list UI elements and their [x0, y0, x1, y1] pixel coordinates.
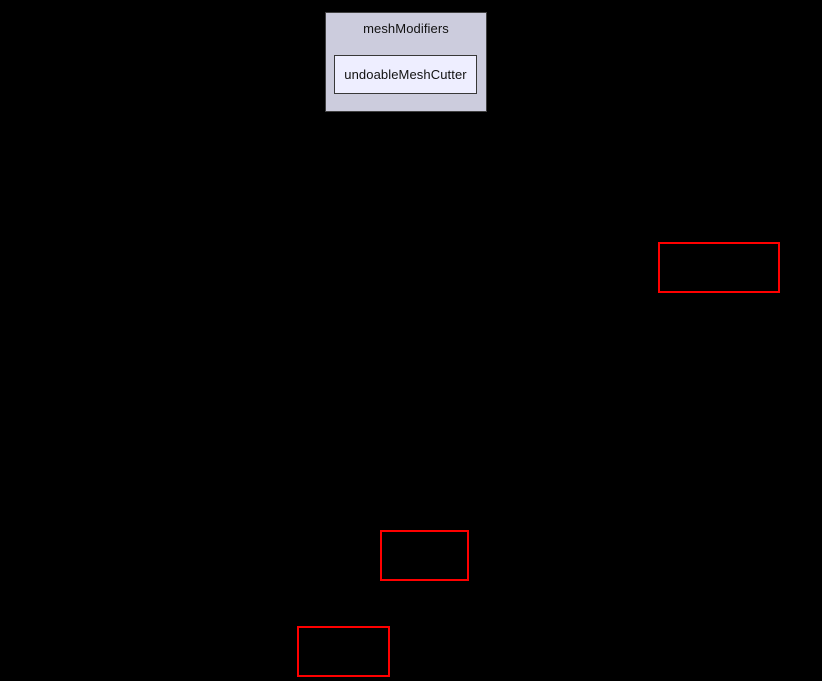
node-red-outline-middle[interactable] — [380, 530, 469, 581]
node-undoablemeshcutter[interactable]: undoableMeshCutter — [334, 55, 477, 94]
cluster-label-meshmodifiers: meshModifiers — [363, 21, 449, 36]
node-label-undoablemeshcutter: undoableMeshCutter — [344, 67, 467, 82]
node-red-outline-right[interactable] — [658, 242, 780, 293]
node-red-outline-bottom-left[interactable] — [297, 626, 390, 677]
